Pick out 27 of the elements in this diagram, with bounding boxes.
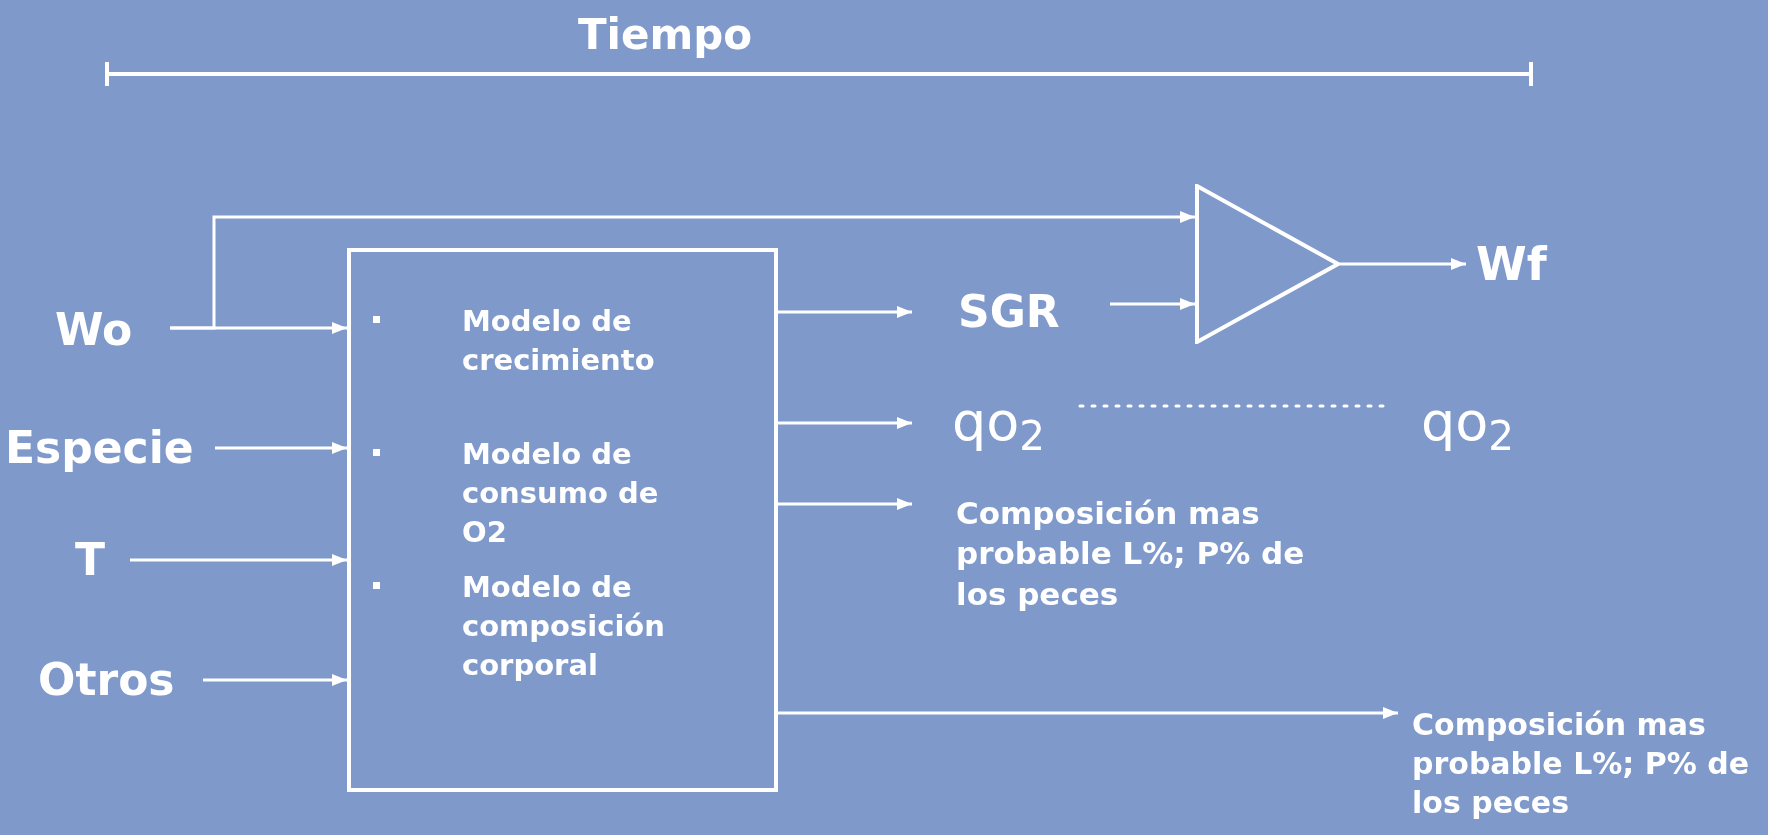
- signal-label: T: [75, 533, 105, 587]
- dotted-line: [1078, 404, 1387, 408]
- time-label: Tiempo: [576, 10, 754, 61]
- signal-label: SGR: [958, 285, 1060, 339]
- signal-label: Composición mas probable L%; P% de los peces: [956, 494, 1306, 614]
- arrow: [170, 211, 1195, 330]
- signal-label: Wo: [55, 303, 133, 357]
- arrow: [215, 442, 347, 454]
- arrow: [130, 554, 347, 566]
- signal-label: qo$_{2}$: [1421, 389, 1515, 455]
- model-label: Modelo de crecimiento: [462, 303, 656, 380]
- signal-label: Otros: [38, 653, 175, 707]
- model-label: Modelo de composición corporal: [462, 569, 666, 685]
- arrow: [778, 498, 912, 510]
- model-block: [347, 248, 778, 792]
- signal-label: Especie: [5, 421, 194, 475]
- arrow: [778, 417, 912, 429]
- signal-label: qo$_{2}$: [952, 389, 1046, 455]
- arrow: [1110, 298, 1195, 310]
- arrow: [778, 707, 1398, 719]
- arrow: [778, 306, 912, 318]
- amplifier-triangle: [1195, 184, 1340, 344]
- signal-label: Wf: [1476, 237, 1547, 293]
- signal-label: Composición mas probable L%; P% de los peces: [1412, 706, 1751, 822]
- model-label: Modelo de consumo de O2: [462, 436, 660, 552]
- arrow: [203, 674, 347, 686]
- arrow: [1340, 258, 1466, 270]
